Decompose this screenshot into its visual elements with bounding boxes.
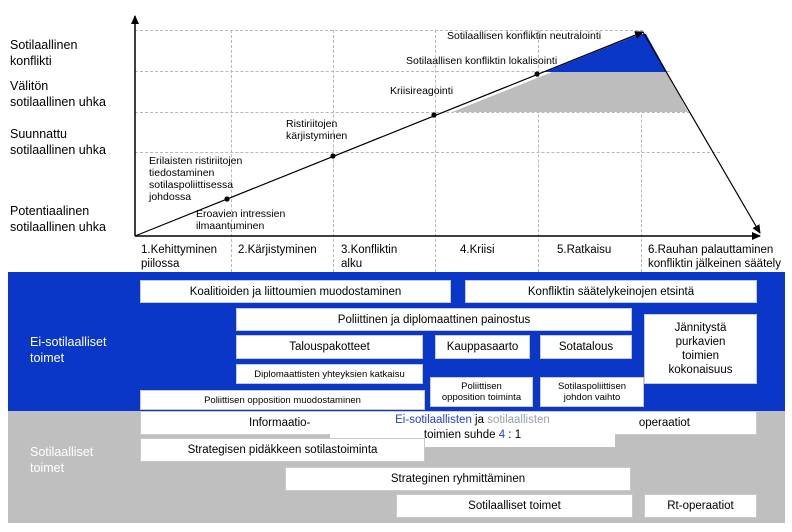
stage-divider-2: [333, 30, 334, 272]
annotation-erilaisten: Erilaisten ristiriitojen tiedostaminen s…: [149, 155, 243, 203]
box-sotilaspoliittisen-vaihto: Sotilaspoliittisen johdon vaihto: [540, 377, 644, 407]
box-rt-operaatiot-text: Rt-operaatiot: [667, 500, 734, 512]
stage-divider-5: [641, 30, 642, 272]
stage-divider-3: [435, 30, 436, 272]
grid-line-2: [135, 71, 670, 72]
label-sotilaalliset-toimet: Sotilaalliset toimet: [30, 445, 94, 475]
stage-5: 5.Ratkaisu: [557, 244, 612, 256]
box-talouspakotteet-text: Talouspakotteet: [289, 341, 370, 353]
box-sotilaspoliittisen-vaihto-text: Sotilaspoliittisen johdon vaihto: [557, 381, 627, 403]
box-talouspakotteet: Talouspakotteet: [236, 335, 423, 359]
ratio-military: sotilaallisten: [487, 414, 550, 426]
point-lokalisointi: [431, 112, 437, 118]
box-strategisen-pidakkeen-text: Strategisen pidäkkeen sotilastoiminta: [187, 444, 378, 456]
ratio-4: 4: [498, 429, 506, 441]
ratio-non-military: Ei-sotilaallisten: [395, 414, 472, 426]
box-rt-operaatiot: Rt-operaatiot: [644, 494, 757, 518]
level-sotilaallinen-konflikti: Sotilaallinen konflikti: [10, 38, 78, 68]
conflict-triangle-blue: [545, 34, 667, 72]
grid-line-top: [135, 30, 643, 31]
box-poliittinen-painostus: Poliittinen ja diplomaattinen painostus: [236, 308, 632, 331]
level-valiton-uhka: Välitön sotilaallinen uhka: [10, 79, 106, 109]
box-kauppasaarto: Kauppasaarto: [435, 335, 530, 359]
box-informaatio-text: Informaatio-: [249, 417, 311, 429]
annotation-kriisireagointi: Kriisireagointi: [390, 85, 454, 97]
box-konfliktin-saately-text: Konfliktin säätelykeinojen etsintä: [527, 285, 695, 298]
box-poliittisen-opposition-toiminta: Poliittisen opposition toiminta: [430, 377, 533, 407]
ratio-colon: :: [505, 429, 515, 441]
escalation-diagram: [131, 15, 761, 240]
box-konfliktin-saately: Konfliktin säätelykeinojen etsintä: [465, 280, 757, 303]
box-jannitysta-text: Jännitystä purkavien toimien kokonaisuus: [668, 322, 733, 376]
box-strateginen-ryhmittaminen-text: Strateginen ryhmittäminen: [390, 473, 526, 485]
annotation-ristiriitojen: Ristiriitojen kärjistyminen: [286, 118, 348, 142]
point-kriisireagointi: [330, 153, 336, 159]
box-poliittinen-painostus-text: Poliittinen ja diplomaattinen painostus: [337, 313, 531, 326]
stage-divider-1: [231, 30, 232, 272]
box-koalitioiden: Koalitioiden ja liittoumien muodostamine…: [140, 280, 451, 303]
box-operaatiot-text: operaatiot: [638, 417, 690, 429]
point-ristiriitojen: [224, 196, 230, 202]
box-diplomaattisten: Diplomaattisten yhteyksien katkaisu: [236, 364, 423, 384]
annotation-neutralointi: Sotilaallisen konfliktin neutralointi: [447, 30, 602, 42]
annotation-eroavien: Eroavien intressien ilmaantuminen: [196, 208, 286, 232]
box-diplomaattisten-text: Diplomaattisten yhteyksien katkaisu: [254, 368, 405, 380]
box-poliittisen-opposition-muodostaminen: Poliittisen opposition muodostaminen: [140, 390, 425, 410]
grid-line-3: [135, 112, 690, 113]
stage-6: 6.Rauhan palauttaminen konfliktin jälkei…: [648, 244, 781, 270]
stage-divider-4: [538, 30, 539, 272]
stage-2: 2.Kärjistyminen: [238, 244, 317, 256]
box-sotatalous-text: Sotatalous: [558, 341, 614, 353]
level-potentiaalinen-uhka: Potentiaalinen sotilaallinen uhka: [10, 204, 106, 234]
escalation-line: [134, 31, 644, 237]
stage-3: 3.Konfliktin alku: [341, 244, 398, 270]
level-suunnattu-uhka: Suunnattu sotilaallinen uhka: [10, 127, 106, 157]
ratio-text: Ei-sotilaallisten ja sotilaallisten toim…: [330, 413, 615, 447]
box-strategisen-pidakkeen: Strategisen pidäkkeen sotilastoiminta: [140, 438, 425, 462]
ratio-line-1: Ei-sotilaallisten ja sotilaallisten: [330, 413, 615, 428]
ratio-1: 1: [514, 429, 522, 441]
ratio-label: toimien suhde: [423, 429, 499, 441]
label-ei-sotilaalliset-toimet: Ei-sotilaalliset toimet: [30, 335, 107, 365]
box-sotilaalliset-toimet: Sotilaalliset toimet: [396, 494, 633, 518]
de-escalation-line: [642, 31, 761, 234]
box-sotilaalliset-toimet-text: Sotilaalliset toimet: [468, 500, 561, 512]
box-poliittisen-opposition-muodostaminen-text: Poliittisen opposition muodostaminen: [204, 394, 361, 406]
point-neutralointi: [534, 71, 540, 77]
ratio-line-2: toimien suhde 4 : 1: [330, 428, 615, 443]
box-jannitysta: Jännitystä purkavien toimien kokonaisuus: [644, 314, 757, 384]
box-kauppasaarto-text: Kauppasaarto: [446, 341, 519, 353]
stage-1: 1.Kehittyminen piilossa: [141, 244, 218, 270]
annotation-lokalisointi: Sotilaallisen konfliktin lokalisointi: [406, 55, 558, 67]
stage-4: 4.Kriisi: [460, 244, 495, 256]
crisis-triangle-gray: [452, 72, 688, 112]
box-strateginen-ryhmittaminen: Strateginen ryhmittäminen: [285, 467, 631, 491]
box-koalitioiden-text: Koalitioiden ja liittoumien muodostamine…: [189, 285, 402, 298]
box-poliittisen-opposition-toiminta-text: Poliittisen opposition toiminta: [441, 381, 522, 403]
box-sotatalous: Sotatalous: [540, 335, 632, 359]
grid-line-4: [135, 152, 720, 153]
ratio-and: ja: [471, 414, 488, 426]
